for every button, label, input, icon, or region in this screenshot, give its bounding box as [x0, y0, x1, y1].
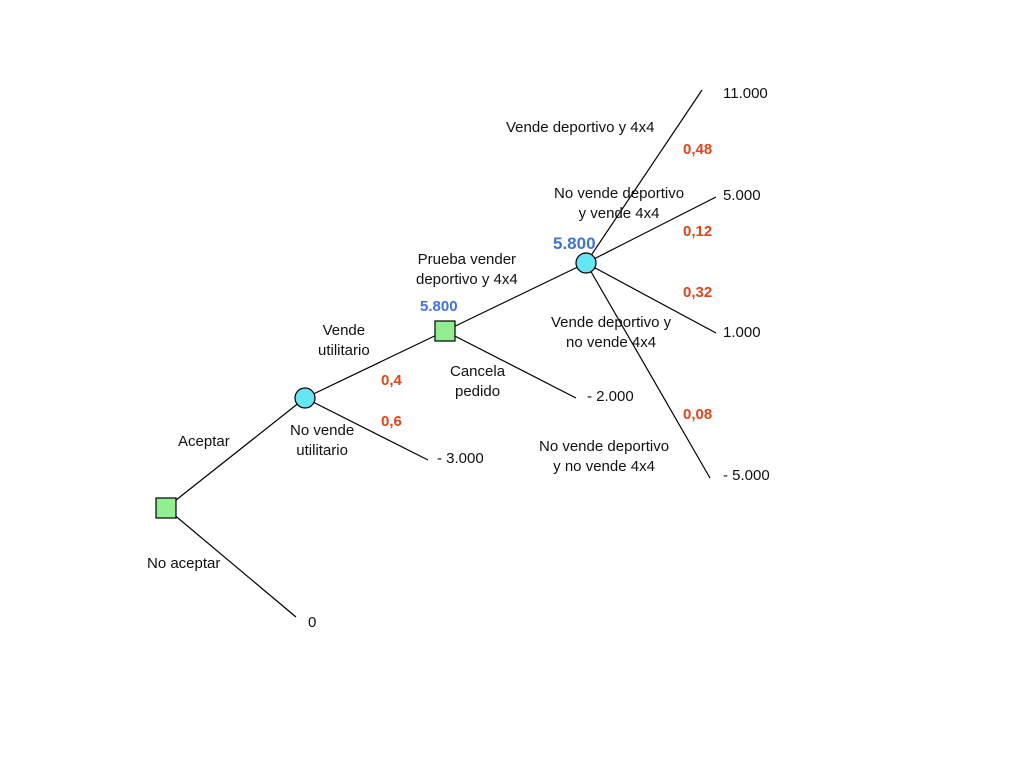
- branch-aceptar: [165, 397, 306, 509]
- label-nvd-nv4: No vende deportivo y no vende 4x4: [539, 438, 670, 475]
- label-nvd-v4: No vende deportivo y vende 4x4: [554, 185, 685, 222]
- label-vd-v4: Vende deportivo y 4x4: [506, 119, 655, 136]
- payoff-nvd-v4: 5.000: [723, 187, 761, 204]
- prob-nvd-v4: 0,12: [683, 223, 713, 240]
- prob-vende-utilitario: 0,4: [381, 372, 402, 389]
- branch-prueba-vender: [444, 262, 587, 332]
- prob-vd-nv4: 0,32: [683, 284, 713, 301]
- label-vende-utilitario: Vende utilitario: [318, 322, 370, 359]
- prob-no-vende-utilitario: 0,6: [381, 413, 402, 430]
- label-prueba-vender: Prueba vender deportivo y 4x4: [416, 251, 518, 288]
- label-cancela-pedido: Cancela pedido: [450, 363, 506, 400]
- branch-vende-utilitario: [304, 330, 446, 399]
- payoff-nvd-nv4: - 5.000: [723, 467, 770, 484]
- branch-nvd-v4: [585, 196, 717, 264]
- ev-decision-node: 5.800: [420, 298, 458, 315]
- payoff-cancela: - 2.000: [587, 388, 634, 405]
- payoff-vd-v4: 11.000: [723, 85, 768, 102]
- branch-no-vende-utilitario: [304, 397, 429, 461]
- branch-vd-v4: [585, 89, 703, 264]
- payoff-vd-nv4: 1.000: [723, 324, 761, 341]
- branch-vd-nv4: [585, 262, 717, 334]
- decision-node-root[interactable]: [155, 497, 177, 519]
- decision-node-second[interactable]: [434, 320, 456, 342]
- chance-node-deportivo[interactable]: [575, 252, 597, 274]
- payoff-no-aceptar: 0: [308, 614, 317, 631]
- branch-cancela-pedido: [444, 330, 577, 399]
- ev-chance-node: 5.800: [553, 234, 596, 253]
- prob-vd-v4: 0,48: [683, 141, 713, 158]
- branch-lines: [165, 89, 717, 618]
- prob-nvd-nv4: 0,08: [683, 406, 713, 423]
- label-no-vende-utilitario: No vende utilitario: [290, 422, 355, 459]
- label-no-aceptar: No aceptar: [147, 555, 221, 572]
- label-vd-nv4: Vende deportivo y no vende 4x4: [551, 314, 672, 351]
- chance-node-utilitario[interactable]: [294, 387, 316, 409]
- branch-no-aceptar: [165, 507, 297, 618]
- label-aceptar: Aceptar: [178, 433, 230, 450]
- payoff-no-vende-utilitario: - 3.000: [437, 450, 484, 467]
- branch-nvd-nv4: [585, 262, 711, 479]
